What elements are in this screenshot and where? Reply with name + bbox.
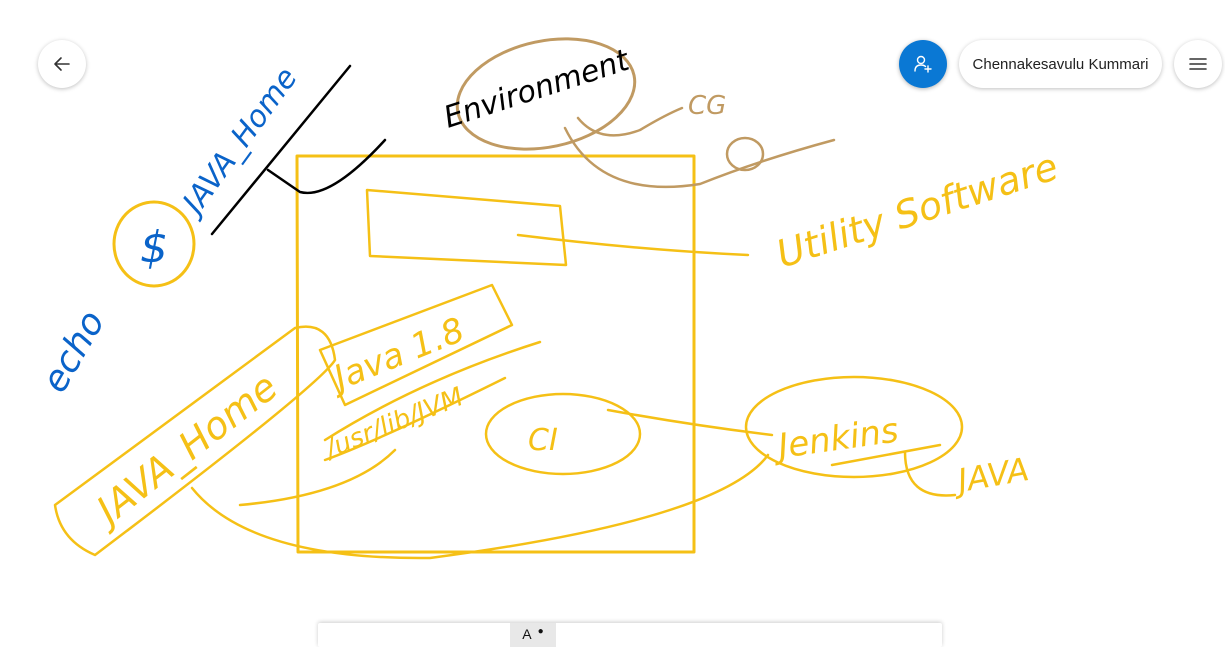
environment-curve-stroke [266,138,387,195]
java-connector-stroke [830,443,957,497]
system-box-stroke [295,154,696,554]
utility-software-label: Utility Software [771,144,1063,276]
java-label: JAVA [949,450,1032,501]
ci-jenkins-connector-stroke [606,408,774,437]
ci-oval-stroke [484,392,642,476]
environment-label: Environment [440,43,635,136]
java-home-enclosure-stroke [53,325,337,557]
person-add-icon [914,55,932,73]
arrow-left-icon [54,57,70,71]
user-name: Chennakesavulu Kummari [972,55,1149,73]
dollar-label: $ [140,222,168,273]
java-home-yellow-label: JAVA_Home [83,364,286,536]
jenkins-label: Jenkins [770,410,901,467]
invite-button[interactable] [899,40,947,88]
ink-toolbar: A ● [318,623,942,647]
dollar-circle-stroke [112,200,196,288]
ci-label: CI [528,423,558,458]
jvm-enclosure-stroke [238,340,542,507]
cg-knot-stroke [725,136,765,172]
java-version-enclosure-stroke [318,283,514,407]
cg-connector-stroke [563,106,836,189]
inner-box-stroke [365,188,568,267]
jenkins-connector-stroke [190,453,770,560]
pen-tool-button[interactable]: A ● [510,623,556,647]
cg-label: CG [688,91,726,121]
environment-oval-stroke [455,37,637,151]
menu-button[interactable] [1174,40,1222,88]
hamburger-menu-icon [1189,58,1207,70]
utility-connector-stroke [516,233,750,257]
back-button[interactable] [38,40,86,88]
java-home-underline-stroke [210,64,352,236]
echo-label: echo [34,304,113,400]
jenkins-oval-stroke [744,375,964,479]
pen-tool-label: A [522,626,532,642]
user-account-button[interactable]: Chennakesavulu Kummari [959,40,1162,88]
pen-tool-dot-icon: ● [537,626,544,637]
